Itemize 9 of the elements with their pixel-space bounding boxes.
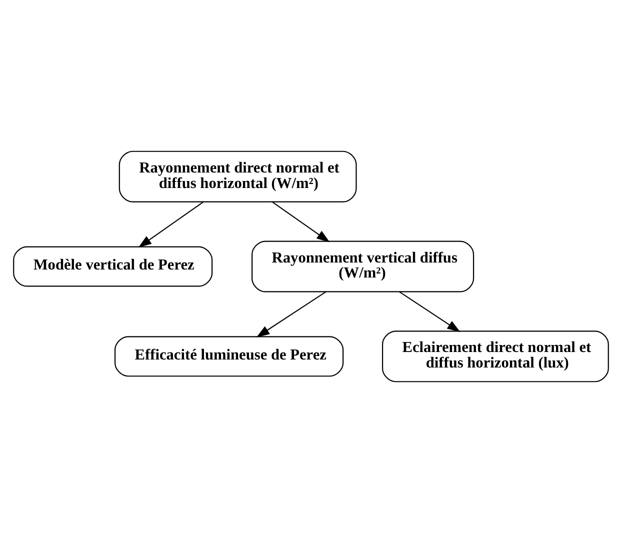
arrow xyxy=(399,291,460,332)
node-box: Modèle vertical de Perez xyxy=(13,246,213,287)
arrow xyxy=(138,201,204,248)
node-box: Efficacité lumineuse de Perez xyxy=(114,336,344,377)
node-box: Rayonnement direct normal et diffus horizontal (W/m²) xyxy=(118,150,357,202)
node-box: Rayonnement vertical diffus (W/m²) xyxy=(252,240,474,292)
node-box: Eclairement direct normal et diffus horizontal (lux) xyxy=(382,330,609,382)
arrow xyxy=(272,201,330,242)
arrow xyxy=(256,291,326,338)
